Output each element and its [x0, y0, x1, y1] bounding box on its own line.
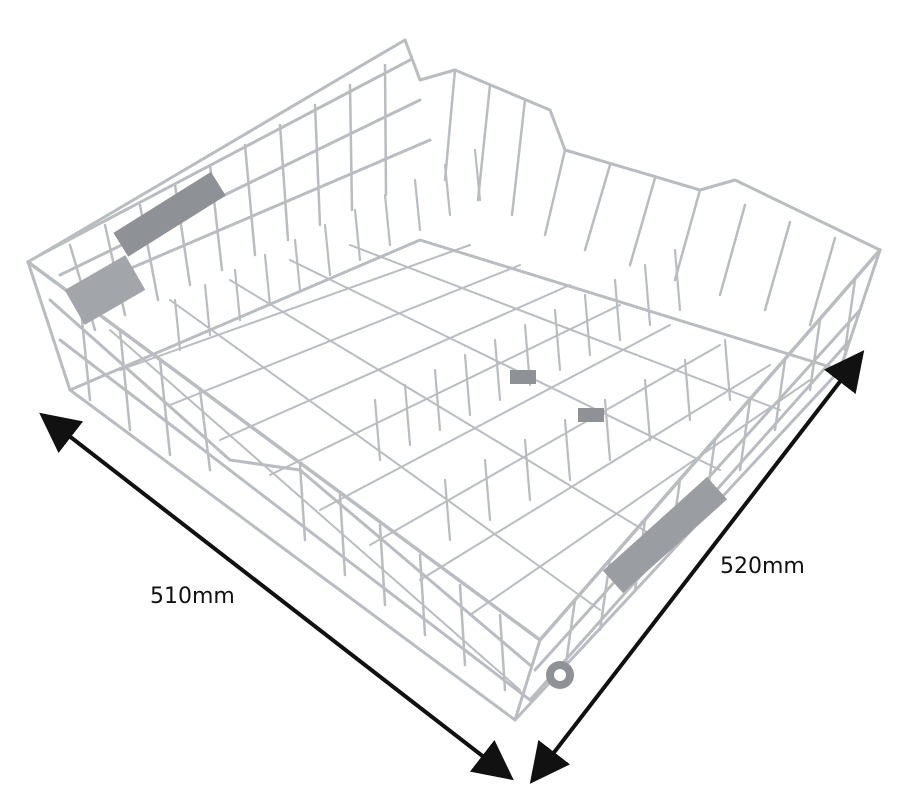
- depth-dimension-label: 520mm: [720, 554, 805, 579]
- width-dimension-arrow: [39, 412, 514, 781]
- depth-dimension-arrow: [529, 350, 865, 784]
- tine-clips: [510, 370, 604, 422]
- rack-adjuster-left: [64, 171, 226, 325]
- width-dimension-label: 510mm: [150, 584, 235, 609]
- wire-basket: [26, 38, 882, 722]
